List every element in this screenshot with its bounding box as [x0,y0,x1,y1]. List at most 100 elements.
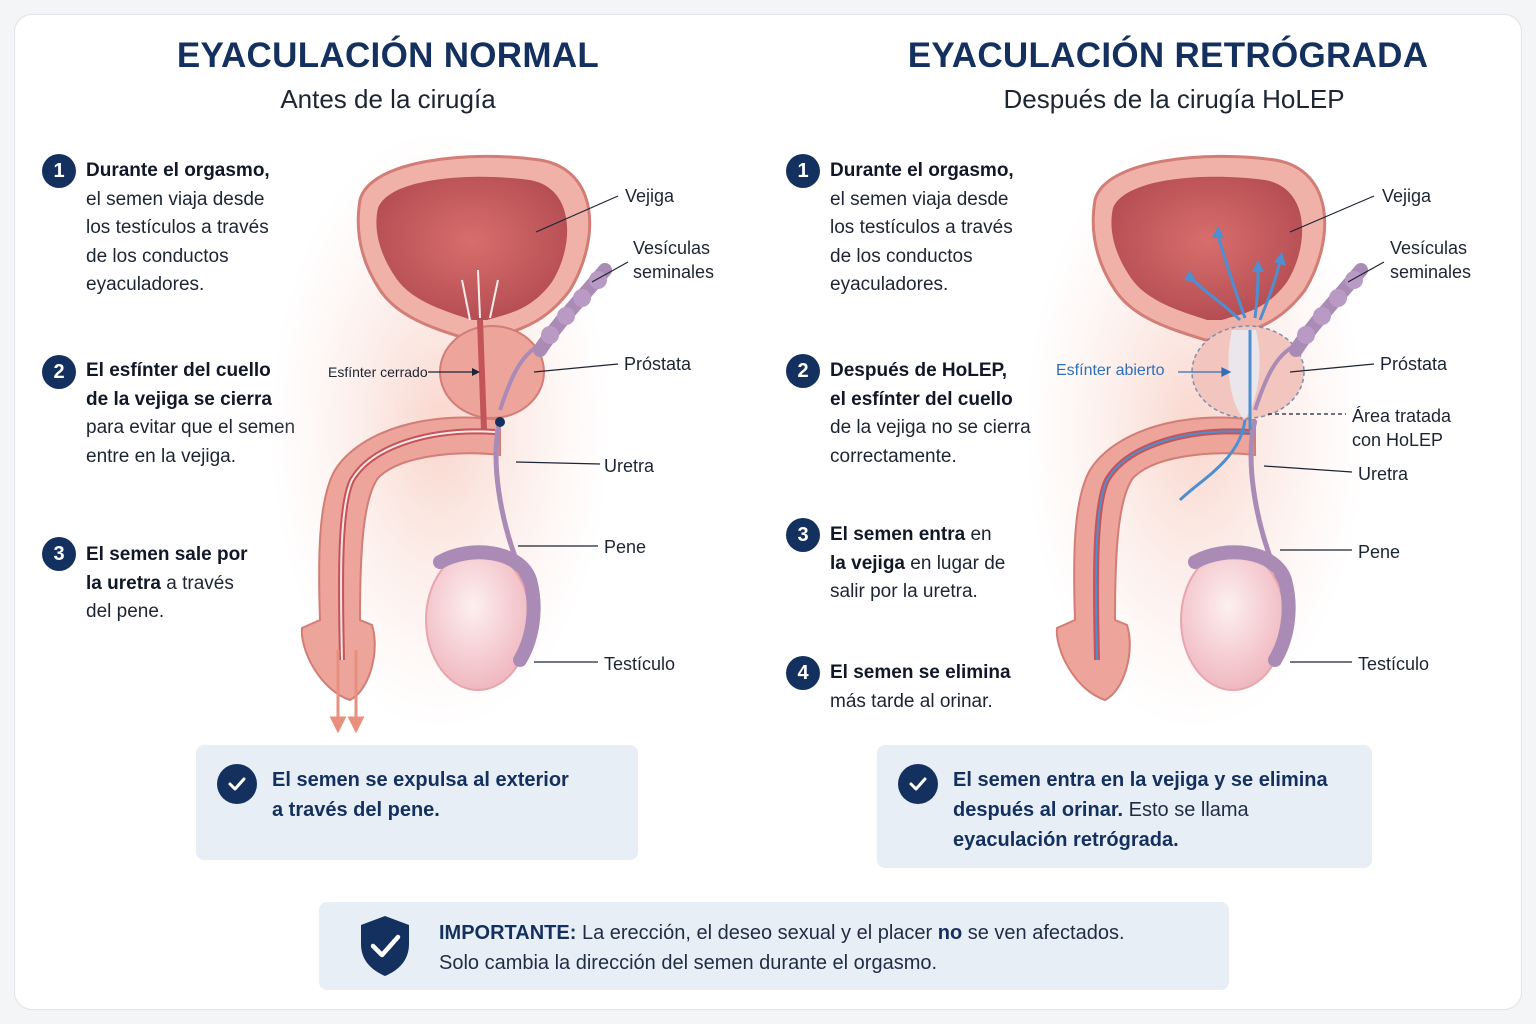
left-result-text: El semen se expulsa al exterior a través… [272,765,632,825]
left-bladder-arrows [461,269,499,321]
right-prostate-treated [1191,325,1305,420]
left-label-vesiculas-1: Vesículas [633,238,711,258]
left-step-2-text: El esfínter del cuello de la vejiga se c… [86,357,326,471]
left-step-2-bold2: de la vejiga se cierra [86,388,272,410]
left-step-1-line4: de los conductos [86,245,229,267]
right-label-uretra: Uretra [1358,464,1409,484]
left-sphincter-marker [495,417,505,427]
important-text-1c: se ven afectados. [962,922,1125,944]
right-step-2-line3: de la vejiga no se cierra [830,417,1031,438]
left-step-3-number: 3 [42,537,76,571]
left-exit-arrows [329,650,365,734]
right-step-1-number: 1 [786,154,820,188]
left-label-testiculo: Testículo [604,654,676,674]
right-step-2-bold2: el esfínter del cuello [830,388,1013,410]
left-bladder [356,154,592,342]
important-label: IMPORTANTE: [439,922,577,944]
check-circle-icon [898,764,938,804]
right-step-3-text1: en [965,524,992,545]
important-text-1b: no [937,922,963,944]
right-result-bold2: después al orinar. [953,799,1124,821]
right-step-1-line4: de los conductos [830,245,973,267]
right-step-2-number: 2 [786,354,820,388]
right-step-4-bold1: El semen se elimina [830,662,1011,683]
right-step-2-text: Después de HoLEP, el esfínter del cuello… [830,357,1070,471]
left-prostate [439,319,545,431]
right-step-1-bold: Durante el orgasmo, [830,160,1014,181]
right-result-text2: Esto se llama [1123,799,1249,821]
left-step-1-text: Durante el orgasmo, el semen viaja desde… [86,157,316,300]
right-label-prostata: Próstata [1380,354,1448,374]
left-step-2-line4: entre en la vejiga. [86,445,236,467]
left-leader-lines [428,195,629,663]
right-step-1-line2: el semen viaja desde [830,188,1009,210]
right-bladder [1091,154,1327,342]
left-testis [425,545,541,691]
right-retrograde-arrows [1178,234,1282,502]
right-label-vesiculas-2: seminales [1390,262,1472,282]
right-step-3-line3: salir por la uretra. [830,581,978,602]
left-step-3-text2: a través [160,572,234,594]
left-step-2-line3: para evitar que el semen [86,417,296,438]
left-label-pene: Pene [604,537,647,557]
left-result-line1: El semen se expulsa al exterior [272,769,569,791]
check-circle-icon [217,764,257,804]
right-step-3-text2: en lugar de [905,552,1006,574]
important-text: IMPORTANTE: La erección, el deseo sexual… [439,918,1219,978]
important-text-1a: La erección, el deseo sexual y el placer [576,922,938,944]
right-title: EYACULACIÓN RETRÓGRADA [907,36,1429,75]
right-leader-lines [1263,195,1385,663]
right-step-2-bold1: Después de HoLEP, [830,360,1008,381]
right-label-area-2: con HoLEP [1352,430,1444,450]
right-step-2-line4: correctamente. [830,445,957,467]
left-label-prostata: Próstata [624,354,692,374]
right-step-1-line5: eyaculadores. [830,274,949,295]
right-label-vesiculas-1: Vesículas [1390,238,1468,258]
right-label-esfinter: Esfínter abierto [1056,362,1165,379]
right-testis [1180,545,1296,691]
right-result-line1: El semen entra en la vejiga y se elimina [953,769,1328,791]
left-step-3-bold2: la uretra [86,572,161,594]
right-result-line3: eyaculación retrógrada. [953,829,1179,851]
left-step-1-line2: el semen viaja desde [86,188,265,210]
left-label-uretra: Uretra [604,456,655,476]
right-step-4-line2: más tarde al orinar. [830,690,993,712]
left-penis [300,416,501,702]
left-result-line2: a través del pene. [272,799,440,821]
right-step-3-number: 3 [786,518,820,552]
right-retrograde-arrowheads [1184,226,1286,282]
left-step-1-bold: Durante el orgasmo, [86,160,270,181]
right-esfinter-leader [1178,367,1232,377]
right-step-1-text: Durante el orgasmo, el semen viaja desde… [830,157,1060,300]
right-step-3-text: El semen entra en la vejiga en lugar de … [830,521,1060,607]
right-label-pene: Pene [1358,542,1401,562]
right-penis [1055,416,1256,702]
right-step-3-bold2: la vejiga [830,552,905,574]
left-subtitle: Antes de la cirugía [280,84,496,114]
right-label-area-1: Área tratada [1352,406,1452,426]
left-step-1-line3: los testículos a través [86,217,269,238]
left-label-vejiga: Vejiga [625,186,675,206]
right-label-vejiga: Vejiga [1382,186,1432,206]
left-step-3-text: El semen sale por la uretra a través del… [86,541,316,627]
left-sphincter-arrowhead [472,368,480,376]
left-step-3-bold1: El semen sale por [86,544,248,565]
left-title: EYACULACIÓN NORMAL [176,36,600,75]
shield-check-icon [357,914,413,978]
important-text-2: Solo cambia la dirección del semen duran… [439,952,938,974]
right-label-testiculo: Testículo [1358,654,1430,674]
left-step-3-line3: del pene. [86,601,165,622]
right-step-4-number: 4 [786,656,820,690]
right-step-4-text: El semen se elimina más tarde al orinar. [830,659,1060,716]
left-step-2-number: 2 [42,355,76,389]
left-step-1-number: 1 [42,154,76,188]
left-step-1-line5: eyaculadores. [86,274,205,295]
left-step-2-bold1: El esfínter del cuello [86,360,271,381]
important-box: IMPORTANTE: La erección, el deseo sexual… [319,902,1229,990]
right-result-box: El semen entra en la vejiga y se elimina… [877,745,1372,868]
left-result-box: El semen se expulsa al exterior a través… [196,745,638,860]
right-step-3-bold1: El semen entra [830,524,966,545]
right-step-1-line3: los testículos a través [830,217,1013,238]
